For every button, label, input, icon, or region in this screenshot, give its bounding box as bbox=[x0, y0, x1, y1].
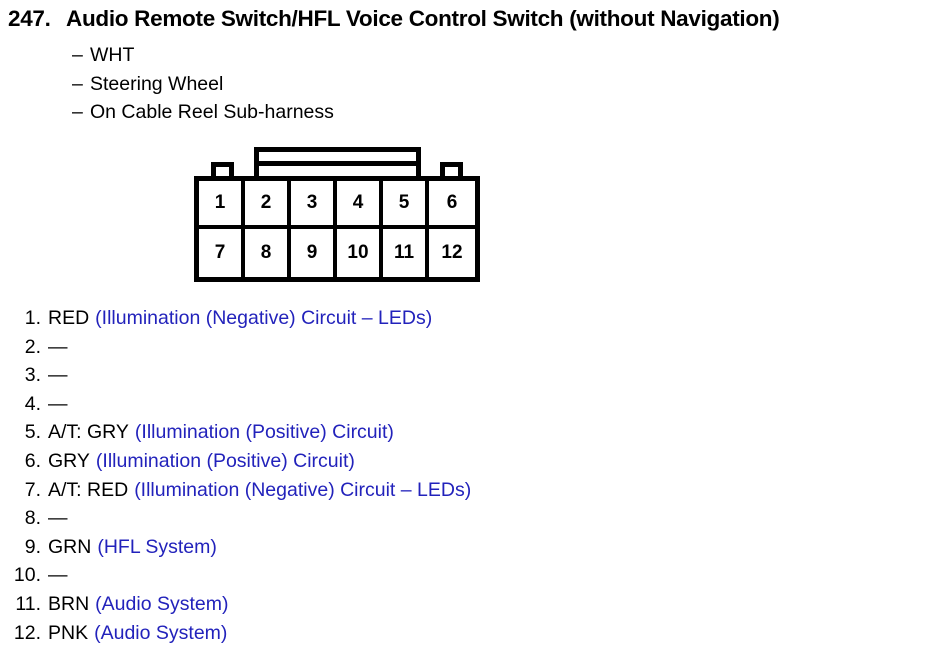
pin-list-wire-color: GRN bbox=[48, 535, 92, 558]
subnote-text: Steering Wheel bbox=[90, 72, 224, 95]
pin-list-row: 5. A/T: GRY(Illumination (Positive) Circu… bbox=[12, 418, 712, 447]
connector-pin-3: 3 bbox=[291, 181, 337, 229]
pin-list-description: (Illumination (Negative) Circuit – LEDs) bbox=[95, 307, 433, 329]
pin-list-index: 11. bbox=[15, 592, 41, 615]
pin-list-wire-color: A/T: GRY bbox=[48, 421, 129, 444]
pin-list-wire-color: — bbox=[48, 335, 68, 358]
connector-pin-11: 11 bbox=[383, 229, 429, 277]
connector-lock-tab-right bbox=[440, 162, 463, 177]
pin-list-index: 6. bbox=[24, 449, 41, 472]
connector-pin-4: 4 bbox=[337, 181, 383, 229]
connector-pin-8: 8 bbox=[245, 229, 291, 277]
pin-list-row: 3. — bbox=[12, 361, 712, 390]
connector-pin-5: 5 bbox=[383, 181, 429, 229]
pin-list-wire-color: GRY bbox=[48, 449, 90, 472]
dash-icon: – bbox=[72, 44, 83, 66]
pin-list-wire-color: A/T: RED bbox=[48, 478, 129, 501]
pin-list-wire-color: BRN bbox=[48, 592, 90, 615]
connector-pin-10: 10 bbox=[337, 229, 383, 277]
pin-list-description: (Illumination (Negative) Circuit – LEDs) bbox=[134, 478, 472, 501]
pin-list-row: 9. GRN(HFL System) bbox=[12, 533, 712, 562]
subnote-text: On Cable Reel Sub-harness bbox=[90, 101, 334, 123]
pin-list-wire-color: — bbox=[48, 507, 68, 530]
pin-list-description: (Illumination (Positive) Circuit) bbox=[95, 449, 355, 472]
subnote-item: –WHT bbox=[72, 41, 334, 70]
pin-list-index: 3. bbox=[24, 364, 41, 387]
pin-list-index: 2. bbox=[24, 335, 41, 358]
pin-list-wire-color: PNK bbox=[48, 621, 89, 644]
connector-pin-1: 1 bbox=[199, 181, 245, 229]
pin-list-description: (Audio System) bbox=[94, 621, 228, 644]
pin-list-description: (Audio System) bbox=[95, 592, 229, 615]
pin-list-row: 10. — bbox=[12, 561, 712, 590]
subnote-text: WHT bbox=[90, 44, 135, 66]
pin-list-row: 7. A/T: RED(Illumination (Negative) Circu… bbox=[12, 476, 712, 505]
pin-list-index: 5. bbox=[24, 421, 41, 444]
pin-list-wire-color: — bbox=[48, 364, 68, 387]
connector-pin-12: 12 bbox=[441, 242, 463, 263]
subnote-item: –Steering Wheel bbox=[72, 70, 334, 99]
pin-list-row: 6. GRY(Illumination (Positive) Circuit) bbox=[12, 447, 712, 476]
pin-list-index: 8. bbox=[24, 507, 41, 530]
item-title: Audio Remote Switch/HFL Voice Control Sw… bbox=[66, 6, 780, 31]
pin-list-wire-color: — bbox=[48, 564, 68, 587]
item-number: 247. bbox=[8, 6, 51, 31]
connector-pin-6: 6 bbox=[429, 181, 475, 229]
pin-list-description: (HFL System) bbox=[97, 535, 217, 558]
pin-assignment-list: 1.RED(Illumination (Negative) Circuit – … bbox=[12, 304, 712, 647]
page-title: 247. Audio Remote Switch/HFL Voice Contr… bbox=[8, 6, 928, 32]
pin-list-index: 12. bbox=[13, 621, 41, 644]
pin-list-row: 4. — bbox=[12, 390, 712, 419]
connector-lock-tab-left bbox=[211, 162, 234, 177]
pin-list-row: 8. — bbox=[12, 504, 712, 533]
pin-list-row: 12. PNK(Audio System) bbox=[12, 619, 712, 648]
connector-pin-9: 9 bbox=[291, 229, 337, 277]
subnote-list: –WHT–Steering Wheel–On Cable Reel Sub-ha… bbox=[72, 41, 334, 127]
pin-list-index: 10. bbox=[13, 564, 41, 587]
pin-list-index: 1. bbox=[24, 307, 41, 329]
pin-list-wire-color: — bbox=[48, 392, 68, 415]
pin-list-index: 7. bbox=[24, 478, 41, 501]
pin-list-row: 1. RED(Illumination (Negative) Circuit – … bbox=[12, 304, 712, 333]
pin-list-wire-color: RED bbox=[48, 307, 90, 329]
pin-list-row: 11. BRN(Audio System) bbox=[12, 590, 712, 619]
pin-list-index: 4. bbox=[24, 392, 41, 415]
subnote-item: –On Cable Reel Sub-harness bbox=[72, 98, 334, 127]
connector-pin-2: 2 bbox=[245, 181, 291, 229]
connector-latch-bar bbox=[254, 147, 421, 177]
pin-list-description: (Illumination (Positive) Circuit) bbox=[134, 421, 394, 444]
pin-list-index: 9. bbox=[24, 535, 41, 558]
pin-list-row: 2. — bbox=[12, 333, 712, 362]
dash-icon: – bbox=[72, 72, 83, 95]
dash-icon: – bbox=[72, 101, 83, 123]
connector-pin-7: 7 bbox=[199, 229, 245, 277]
